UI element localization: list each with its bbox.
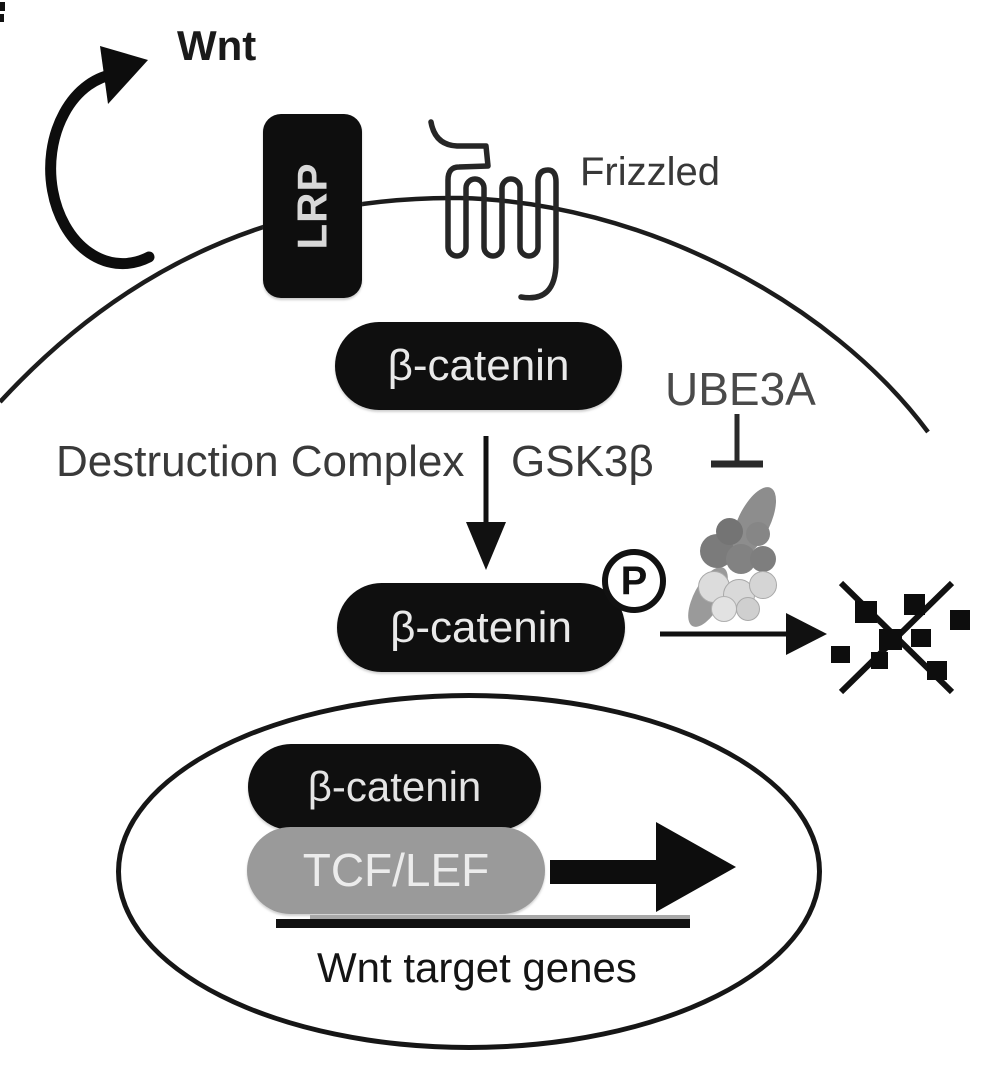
wnt-secretion-arrowhead-icon bbox=[100, 46, 148, 104]
beta-catenin-pill-phosphorylated: β-catenin bbox=[337, 583, 625, 672]
phosphorylation-badge: P bbox=[602, 549, 666, 613]
frizzled-receptor-icon bbox=[428, 119, 559, 301]
ube3a-label: UBE3A bbox=[665, 363, 816, 415]
gene-line bbox=[276, 919, 690, 928]
destruction-complex-label: Destruction Complex bbox=[56, 437, 465, 486]
edge-artifact bbox=[0, 2, 5, 11]
proteasome-subunit bbox=[716, 518, 743, 545]
proteasome-subunit bbox=[736, 597, 760, 621]
tcf-lef-pill: TCF/LEF bbox=[247, 827, 545, 914]
wnt-secretion-arrow bbox=[45, 68, 155, 270]
proteasome-subunit bbox=[711, 596, 737, 622]
frizzled-label: Frizzled bbox=[580, 150, 721, 194]
cell-membrane-arc bbox=[0, 195, 930, 434]
gene-line-highlight bbox=[310, 915, 690, 919]
beta-catenin-pill-cytoplasm: β-catenin bbox=[335, 322, 622, 410]
proteasome-subunit bbox=[749, 571, 777, 599]
beta-catenin-pill-nucleus: β-catenin bbox=[248, 744, 541, 830]
proteasome-subunit bbox=[750, 546, 776, 572]
proteasome-subunit bbox=[746, 522, 770, 546]
edge-artifact bbox=[0, 14, 4, 22]
wnt-ligand-label: Wnt bbox=[177, 22, 257, 69]
wnt-target-genes-label: Wnt target genes bbox=[317, 944, 637, 991]
gsk3b-label: GSK3β bbox=[511, 437, 654, 486]
lrp-receptor-label: LRP bbox=[288, 162, 336, 250]
lrp-receptor: LRP bbox=[263, 114, 362, 298]
